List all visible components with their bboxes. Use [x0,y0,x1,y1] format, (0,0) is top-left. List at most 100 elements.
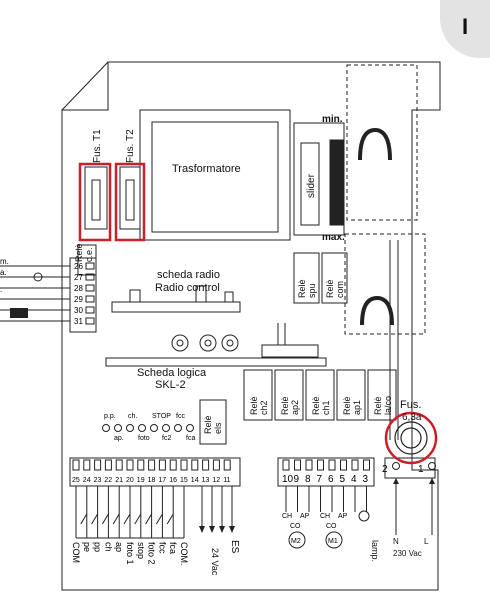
co-label: CO [290,523,301,530]
relay-ce-label-1: Relè [74,243,84,262]
bottom-wire-label: ch [103,542,113,552]
power-arrow [429,478,435,484]
led-label-bottom: fc2 [162,435,171,442]
motor-terminal-number: 7 [317,474,323,485]
terminal-number: 11 [223,477,230,484]
terminal-number: 22 [104,477,112,484]
terminal-screw [115,459,123,471]
motor-label: M1 [328,538,338,545]
left-cut-label: m. [0,257,9,266]
led [126,424,134,432]
bottom-wire-label: COM. [179,542,189,566]
led [150,424,158,432]
led-label-top: fcc [176,413,185,420]
led-label-bottom: fca [186,435,195,442]
motor-terminal-number: 9 [294,474,300,485]
bottom-wire-label: ap [114,542,124,552]
terminal-number: 21 [115,477,123,484]
led [186,424,194,432]
highlight-fuse-t2 [114,162,146,242]
terminal-number: 23 [94,477,102,484]
left-terminal-number: 31 [74,317,83,326]
slider-label: slider [306,173,317,198]
n-label: N [393,537,399,546]
power-terminal-screw [428,462,436,470]
section-letter: I [462,14,469,39]
slider-min-label: min. [322,114,343,125]
motor-label: M2 [291,538,301,545]
fuse-t2-holder [119,166,141,230]
power-terminal-number: 1 [418,464,424,475]
power-terminal-number: 2 [382,464,388,475]
radio-label-2: Radio control [155,282,220,294]
co-label: CO [326,523,337,530]
terminal-screw [137,459,145,471]
bottom-wire-label: pp [93,542,103,552]
motor-wire-label: CH [282,513,292,520]
left-terminal-number: 26 [74,262,83,271]
bottom-wire-label: fcc [157,542,167,554]
terminal-screw [104,459,112,471]
relay-ch1-label-1: Relè [311,396,321,415]
motor-terminal-number: 6 [328,474,334,485]
radio-label-1: scheda radio [157,269,220,281]
power-terminal-block [384,457,436,479]
led-label-top: STOP [152,413,171,420]
relay-els-label-1: Relè [203,415,213,434]
relay-ap2-label-2: ap2 [290,400,300,415]
contact-switch [145,513,153,525]
relay-ch2-label-1: Relè [249,396,259,415]
radio-card [111,301,241,313]
supply-arrow [209,526,215,533]
relay-ce-label-2: c.e. [84,247,94,262]
led [102,424,110,432]
antenna-connector [10,308,28,318]
highlight-main-fuse [384,411,438,465]
terminal-screw [212,459,220,471]
contact-switch [112,513,120,525]
bottom-wire-label: fca [168,542,178,554]
motor-terminal-number: 4 [351,474,357,485]
relay-ap1-label-2: ap1 [352,400,362,415]
fuse-t1-holder [84,166,108,230]
motor-terminal-screw [294,459,301,471]
terminal-screw [202,459,210,471]
supply-arrow [229,526,235,533]
terminal-number: 20 [126,477,134,484]
relay-laco-label-2: la/co [383,396,393,415]
led-label-top: p.p. [104,413,116,420]
contact-switch [91,513,99,525]
vac24-label: 24 Vac [210,548,220,576]
power-terminal-screw [392,462,400,470]
contact-switch [101,513,109,525]
pot-2 [199,334,217,352]
terminal-screw [223,459,231,471]
relay-laco-label-1: Relè [373,396,383,415]
bottom-wire-label: foto 1 [125,542,135,565]
dashed-box-top [346,64,418,221]
left-terminal-screw [85,273,95,281]
motor-terminal-screw [317,459,324,471]
pot-1 [171,334,189,352]
left-terminal-screw [85,284,95,292]
left-terminal-number: 27 [74,273,83,282]
terminal-screw [72,459,80,471]
led [162,424,170,432]
contact-switch [123,513,131,525]
led-label-top: ch. [128,413,137,420]
terminal-screw [158,459,166,471]
motor-wire-label: CH [320,513,330,520]
contact-switch [134,513,142,525]
fuse-t2-label: Fus. T2 [125,129,136,163]
led [114,424,122,432]
relay-spu-label-1: Relè [297,279,307,298]
motor-terminal-screw [351,459,359,471]
relay-spu-box [293,252,320,304]
relay-com-label-2: com [335,281,345,298]
contact-switch [80,513,88,525]
left-terminal-screw [85,295,95,303]
logic-card-strip [105,357,327,367]
terminal-screw [83,459,91,471]
power-arrow [393,478,399,484]
